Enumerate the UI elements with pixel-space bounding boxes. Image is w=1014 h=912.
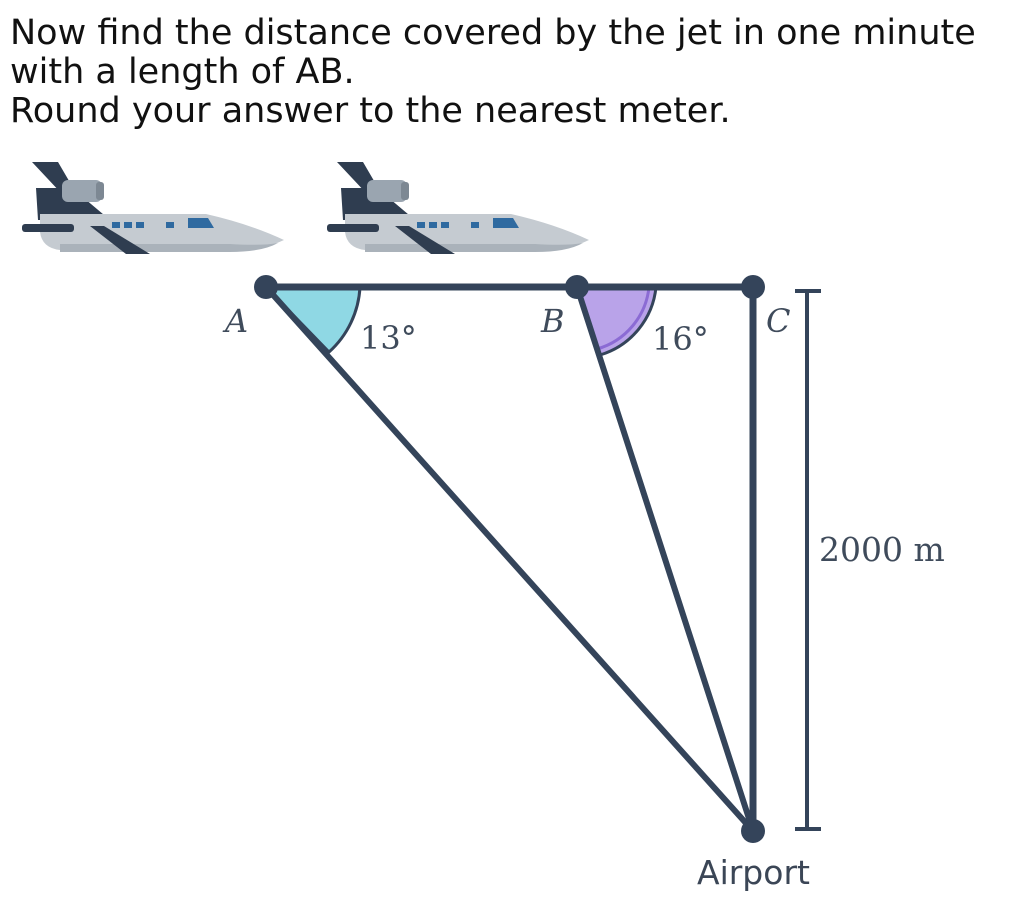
point-c (741, 275, 765, 299)
question-line-3: Round your answer to the nearest meter. (10, 91, 731, 131)
line-b-to-airport (574, 284, 756, 834)
label-b: B (540, 302, 565, 340)
height-label: 2000 m (819, 530, 945, 569)
angle-label-b: 16° (652, 320, 709, 358)
point-a (254, 275, 278, 299)
line-a-to-airport (263, 284, 756, 834)
question-line-1: Now find the distance covered by the jet… (10, 13, 976, 53)
label-c: C (766, 302, 790, 340)
angle-arc-b (574, 285, 658, 357)
point-airport (741, 819, 765, 843)
jet-icon-b (327, 162, 589, 254)
height-measure-bar (795, 289, 821, 831)
question-text: Now find the distance covered by the jet… (10, 14, 1010, 131)
label-airport: Airport (697, 853, 810, 892)
question-line-2: with a length of AB. (10, 52, 355, 92)
angle-label-a: 13° (360, 319, 417, 357)
angle-arc-b-inner (596, 286, 651, 351)
jet-icon-a (22, 162, 284, 254)
label-a: A (222, 302, 248, 340)
point-b (565, 275, 589, 299)
